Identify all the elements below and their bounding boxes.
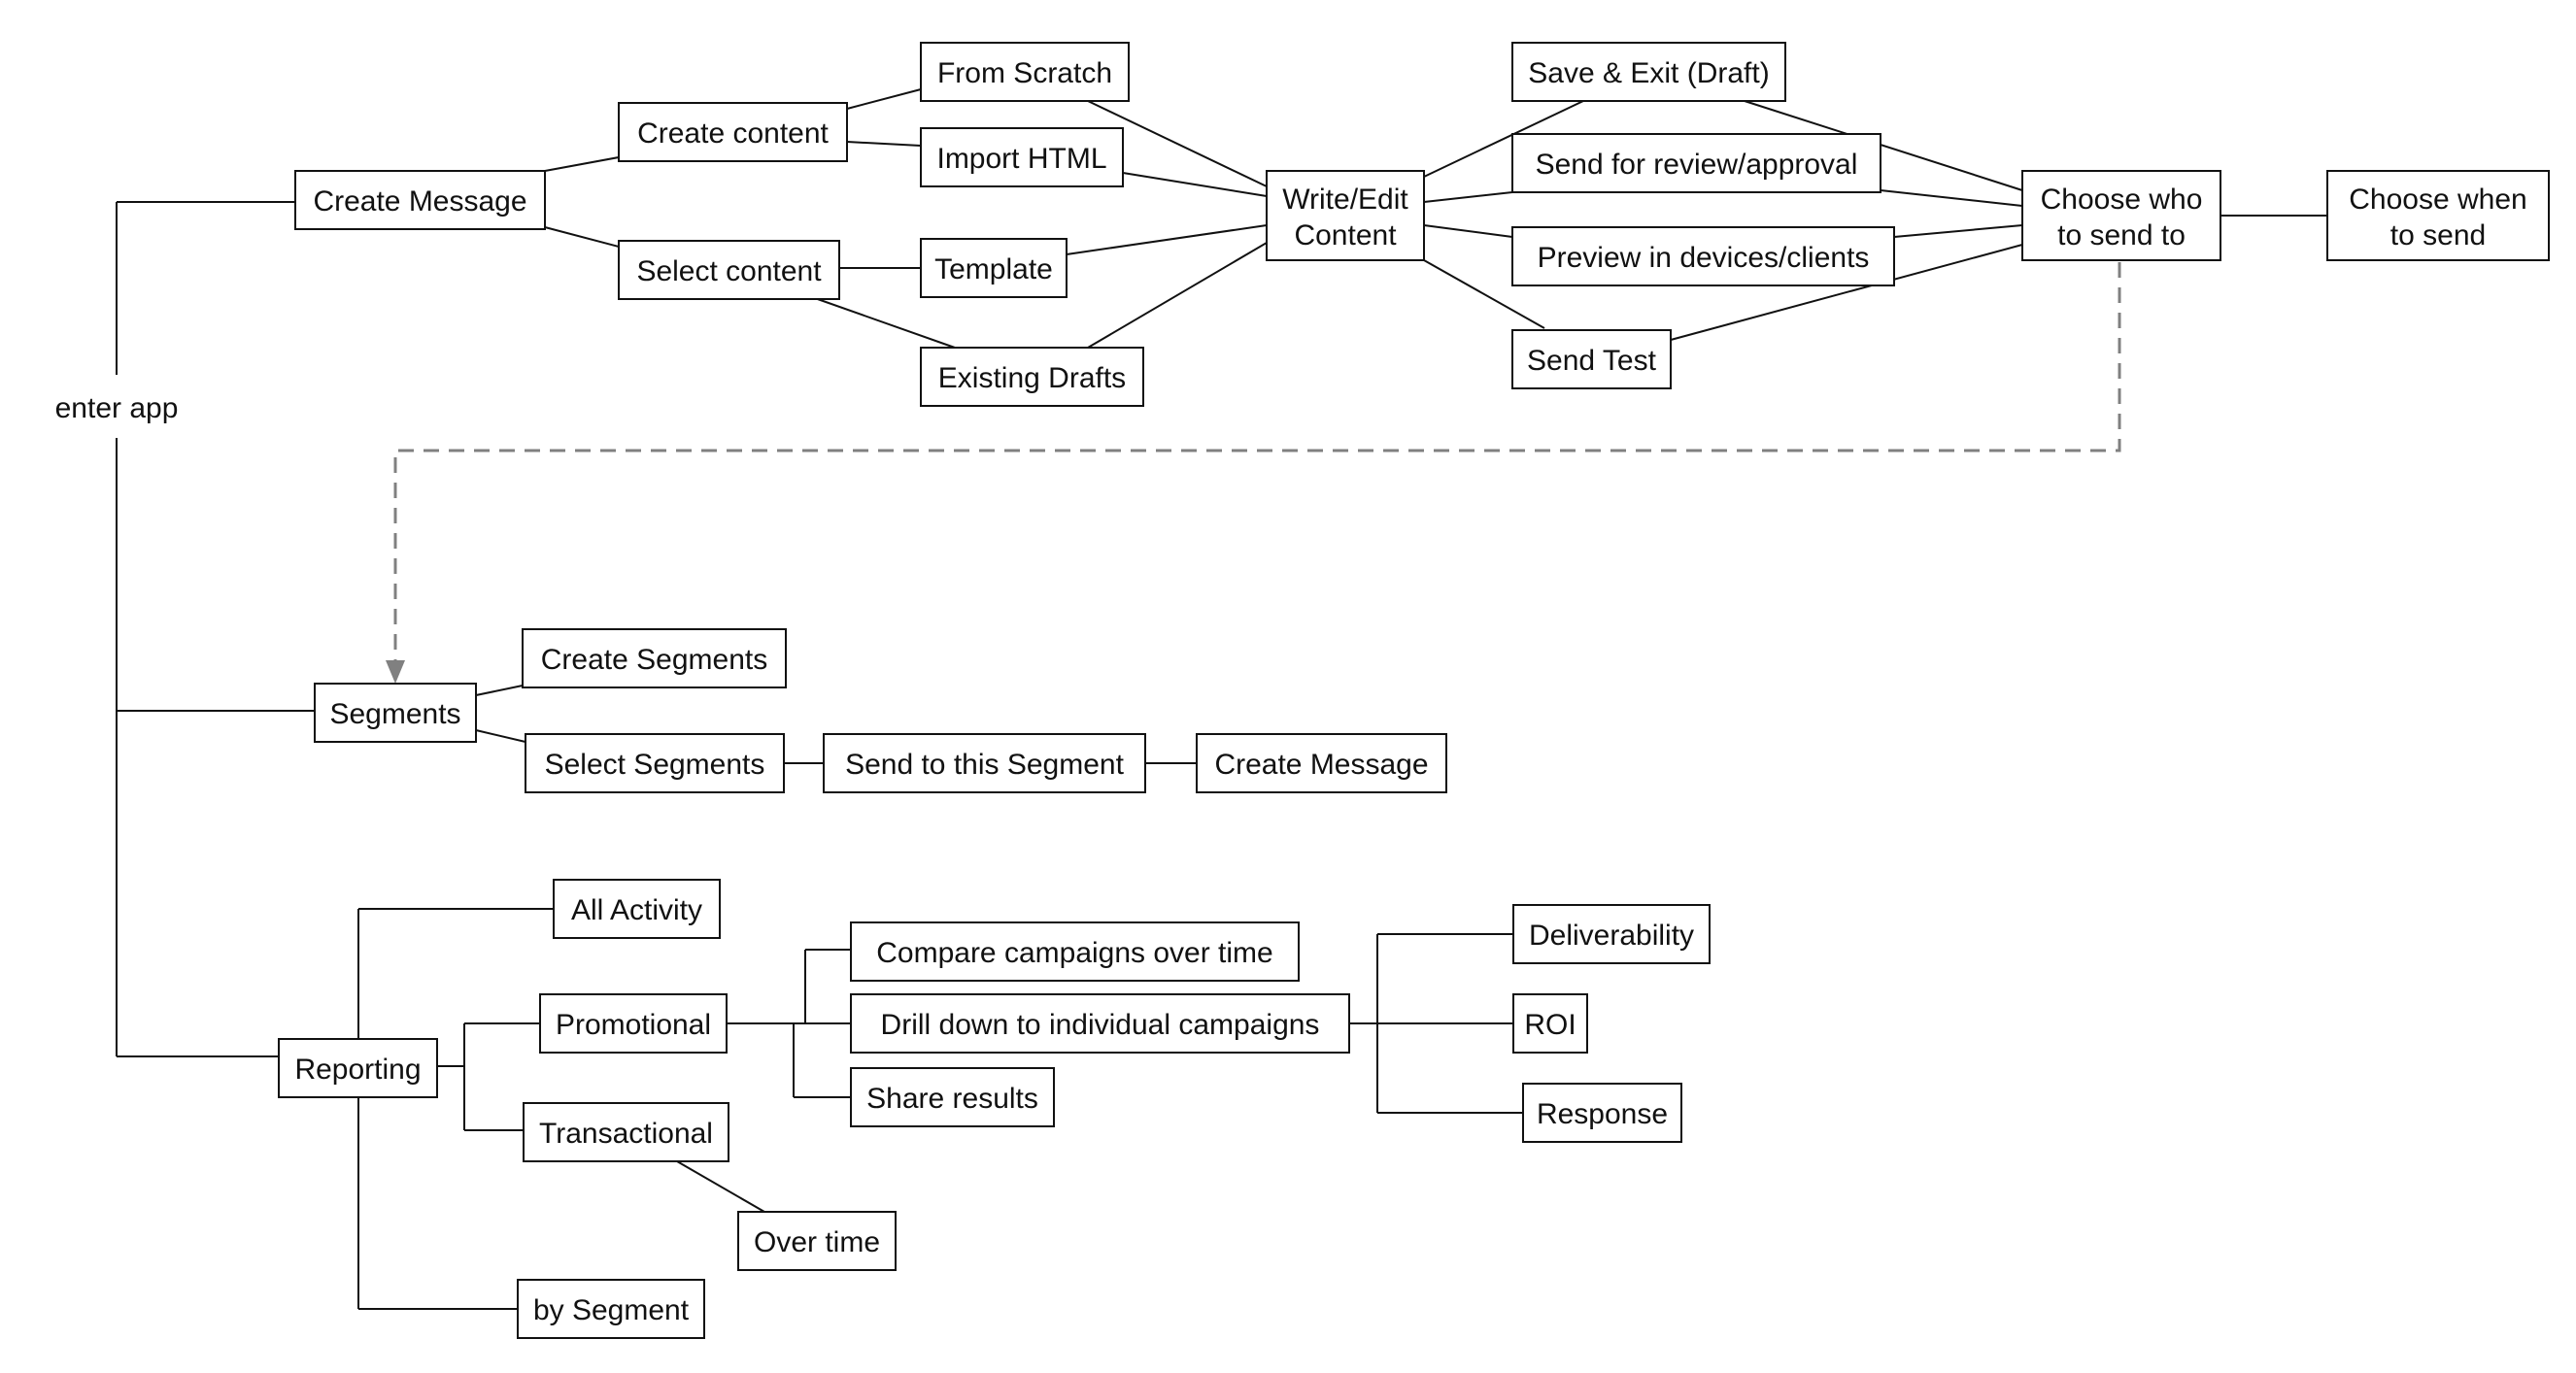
node-label: All Activity bbox=[571, 894, 702, 926]
node-label: by Segment bbox=[533, 1294, 690, 1326]
node-label: Promotional bbox=[556, 1009, 711, 1041]
node-create-segments[interactable]: Create Segments bbox=[522, 628, 787, 688]
node-write-edit-content[interactable]: Write/Edit Content bbox=[1266, 170, 1425, 261]
connector-line bbox=[676, 1160, 765, 1213]
node-create-content[interactable]: Create content bbox=[618, 102, 848, 162]
connector-line bbox=[1670, 244, 2023, 341]
node-send-test[interactable]: Send Test bbox=[1511, 329, 1672, 389]
node-select-content[interactable]: Select content bbox=[618, 240, 840, 300]
node-label-line-1: Choose who bbox=[2041, 184, 2203, 216]
node-label: Create Segments bbox=[541, 644, 767, 676]
connector-line bbox=[1880, 189, 2023, 207]
node-label: Send for review/approval bbox=[1536, 149, 1858, 181]
node-label: Import HTML bbox=[936, 143, 1106, 175]
node-compare-campaigns[interactable]: Compare campaigns over time bbox=[850, 921, 1300, 982]
connector-line bbox=[544, 226, 620, 248]
node-preview-devices[interactable]: Preview in devices/clients bbox=[1511, 226, 1895, 286]
node-label-line-1: Choose when bbox=[2349, 184, 2526, 216]
node-label: Select content bbox=[636, 255, 822, 287]
node-label: Over time bbox=[754, 1226, 880, 1258]
connector-line bbox=[1122, 172, 1268, 197]
node-save-exit-draft[interactable]: Save & Exit (Draft) bbox=[1511, 42, 1786, 102]
node-select-segments[interactable]: Select Segments bbox=[525, 733, 785, 793]
node-over-time[interactable]: Over time bbox=[737, 1211, 897, 1271]
node-choose-who[interactable]: Choose who to send to bbox=[2021, 170, 2221, 261]
node-label: Create Message bbox=[1214, 749, 1428, 781]
node-label: Deliverability bbox=[1529, 920, 1694, 952]
connector-line bbox=[1423, 191, 1513, 203]
node-label: Drill down to individual campaigns bbox=[881, 1009, 1320, 1041]
node-label: Transactional bbox=[539, 1118, 713, 1150]
dashed-return-connector bbox=[386, 262, 2121, 684]
connector-line bbox=[1744, 100, 2023, 191]
connector-line bbox=[544, 156, 620, 172]
connector-line bbox=[1066, 224, 1268, 255]
connector-line bbox=[1893, 224, 2023, 238]
node-segments[interactable]: Segments bbox=[314, 683, 477, 743]
node-import-html[interactable]: Import HTML bbox=[920, 127, 1124, 187]
node-create-message-from-segment[interactable]: Create Message bbox=[1196, 733, 1447, 793]
node-label: Create content bbox=[637, 117, 829, 150]
connector-line bbox=[846, 88, 922, 110]
nodes: Create Message Create content Select con… bbox=[278, 42, 2550, 1339]
node-all-activity[interactable]: All Activity bbox=[553, 879, 721, 939]
node-existing-drafts[interactable]: Existing Drafts bbox=[920, 347, 1144, 407]
node-from-scratch[interactable]: From Scratch bbox=[920, 42, 1130, 102]
node-label-line-2: to send bbox=[2390, 219, 2486, 251]
connectors bbox=[116, 88, 2327, 1310]
start-label: enter app bbox=[55, 392, 179, 424]
node-drill-down[interactable]: Drill down to individual campaigns bbox=[850, 993, 1350, 1054]
node-label: Preview in devices/clients bbox=[1538, 242, 1870, 274]
node-roi[interactable]: ROI bbox=[1512, 993, 1588, 1054]
node-label: Send Test bbox=[1527, 345, 1657, 377]
node-label: Share results bbox=[866, 1083, 1038, 1115]
node-promotional[interactable]: Promotional bbox=[539, 993, 728, 1054]
dashed-return-line bbox=[393, 262, 2121, 663]
arrowhead-icon bbox=[386, 660, 405, 684]
node-create-message[interactable]: Create Message bbox=[294, 170, 546, 230]
node-label: Save & Exit (Draft) bbox=[1528, 57, 1769, 89]
node-label: Segments bbox=[329, 698, 460, 730]
node-label-line-2: to send to bbox=[2057, 219, 2186, 251]
node-reporting[interactable]: Reporting bbox=[278, 1038, 438, 1098]
connector-line bbox=[846, 141, 922, 147]
node-label: Existing Drafts bbox=[938, 362, 1126, 394]
node-send-for-review[interactable]: Send for review/approval bbox=[1511, 133, 1881, 193]
node-choose-when[interactable]: Choose when to send bbox=[2326, 170, 2550, 261]
connector-line bbox=[475, 685, 524, 696]
node-template[interactable]: Template bbox=[920, 238, 1068, 298]
node-label: Create Message bbox=[313, 185, 526, 218]
node-label-line-1: Write/Edit bbox=[1282, 184, 1408, 216]
node-by-segment[interactable]: by Segment bbox=[517, 1279, 705, 1339]
node-label: Reporting bbox=[294, 1054, 421, 1086]
connector-line bbox=[1423, 224, 1513, 238]
node-transactional[interactable]: Transactional bbox=[523, 1102, 729, 1162]
node-share-results[interactable]: Share results bbox=[850, 1067, 1055, 1127]
node-label: ROI bbox=[1524, 1009, 1576, 1041]
node-label: Select Segments bbox=[545, 749, 765, 781]
connector-line bbox=[811, 296, 956, 349]
node-label: Compare campaigns over time bbox=[876, 937, 1273, 969]
connector-line bbox=[1087, 100, 1268, 187]
connector-line bbox=[475, 729, 526, 743]
connector-line bbox=[1087, 242, 1268, 349]
node-response[interactable]: Response bbox=[1522, 1083, 1682, 1143]
connector-line bbox=[1423, 259, 1545, 329]
node-label: Template bbox=[934, 253, 1053, 285]
node-send-to-segment[interactable]: Send to this Segment bbox=[823, 733, 1146, 793]
connector-line bbox=[1423, 100, 1584, 178]
node-label: Response bbox=[1537, 1098, 1668, 1130]
node-label-line-2: Content bbox=[1294, 219, 1397, 251]
node-label: Send to this Segment bbox=[845, 749, 1125, 781]
node-label: From Scratch bbox=[937, 57, 1112, 89]
node-deliverability[interactable]: Deliverability bbox=[1512, 904, 1711, 964]
